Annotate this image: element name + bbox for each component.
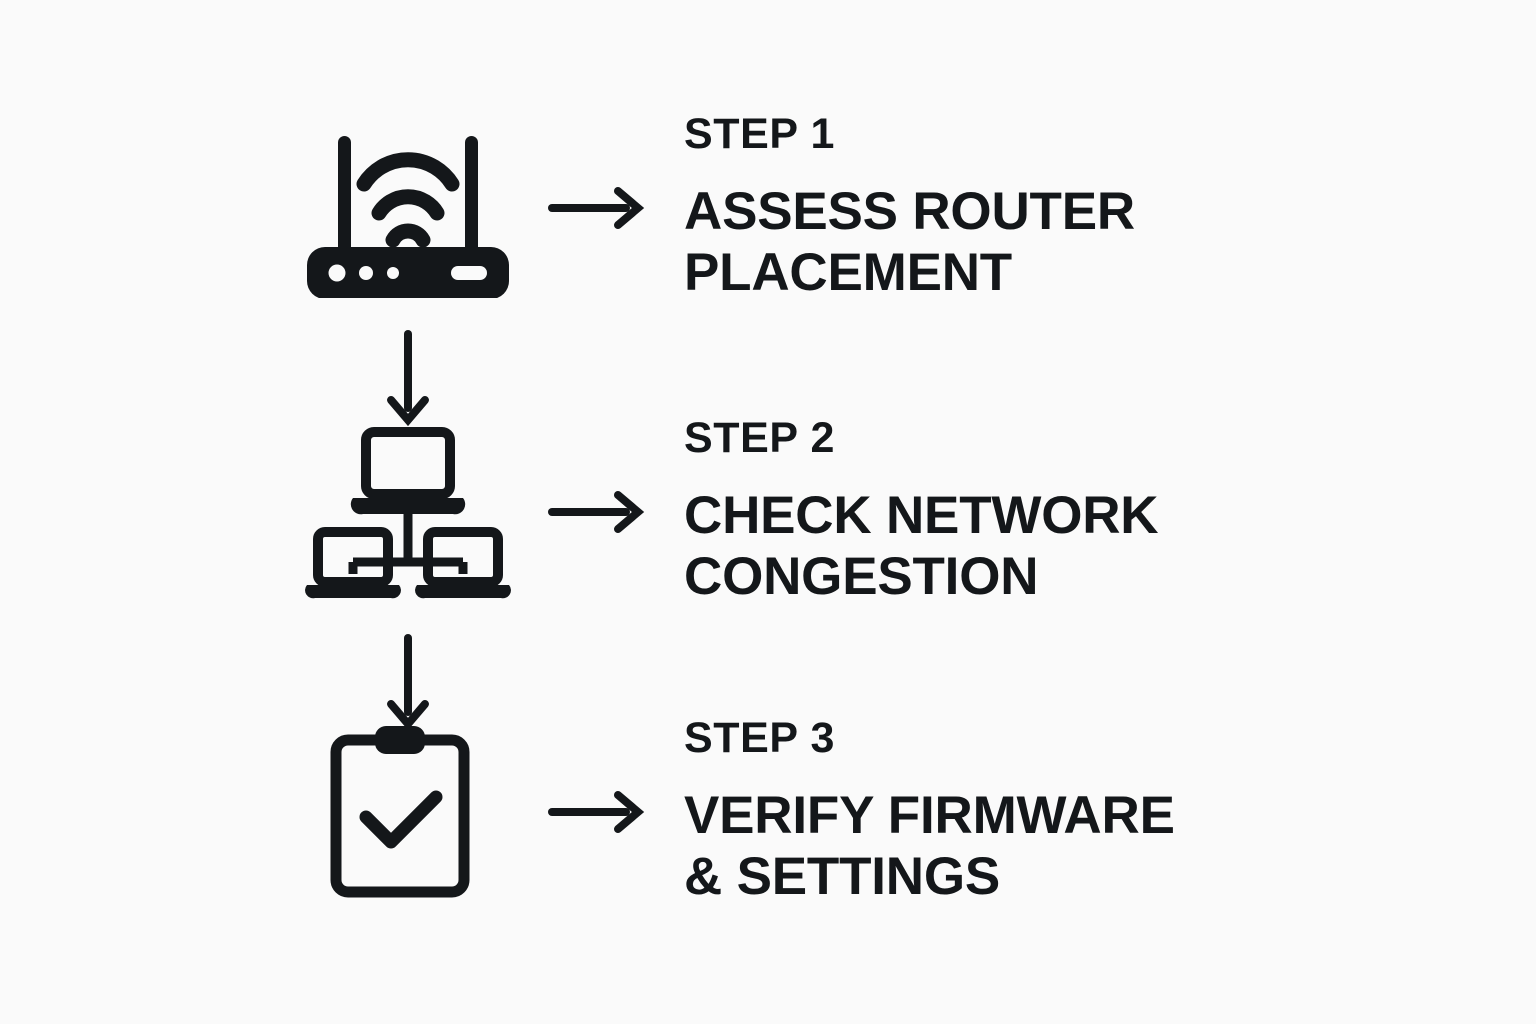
network-topology-icon bbox=[305, 427, 511, 599]
step-row-3: STEP 3 VERIFY FIRMWARE & SETTINGS bbox=[296, 712, 1175, 912]
step-row-1: STEP 1 ASSESS ROUTER PLACEMENT bbox=[296, 108, 1135, 308]
step-1-title: ASSESS ROUTER PLACEMENT bbox=[684, 182, 1135, 302]
wifi-router-icon bbox=[307, 136, 509, 298]
step-1-arrow-slot bbox=[542, 178, 654, 238]
step-3-arrow-slot bbox=[542, 782, 654, 842]
down-arrow-icon bbox=[387, 634, 429, 731]
right-arrow-icon bbox=[548, 187, 645, 229]
step-1-label: STEP 1 bbox=[684, 110, 835, 159]
step-3-text-slot: STEP 3 VERIFY FIRMWARE & SETTINGS bbox=[684, 717, 1175, 907]
step-3-title: VERIFY FIRMWARE & SETTINGS bbox=[684, 786, 1175, 906]
connector-arrow-1 bbox=[378, 328, 438, 432]
step-2-icon-slot bbox=[296, 412, 520, 612]
step-3-icon-slot bbox=[296, 712, 520, 912]
clipboard-check-icon bbox=[330, 726, 470, 898]
connector-arrow-2 bbox=[378, 632, 438, 736]
step-1-text-slot: STEP 1 ASSESS ROUTER PLACEMENT bbox=[684, 113, 1135, 303]
right-arrow-icon bbox=[548, 491, 645, 533]
step-2-label: STEP 2 bbox=[684, 414, 835, 463]
step-2-title: CHECK NETWORK CONGESTION bbox=[684, 486, 1159, 606]
step-2-text-slot: STEP 2 CHECK NETWORK CONGESTION bbox=[684, 414, 1159, 607]
right-arrow-icon bbox=[548, 791, 645, 833]
step-1-icon-slot bbox=[296, 108, 520, 308]
step-row-2: STEP 2 CHECK NETWORK CONGESTION bbox=[296, 412, 1159, 612]
step-3-label: STEP 3 bbox=[684, 714, 835, 763]
down-arrow-icon bbox=[387, 330, 429, 427]
step-2-arrow-slot bbox=[542, 482, 654, 542]
